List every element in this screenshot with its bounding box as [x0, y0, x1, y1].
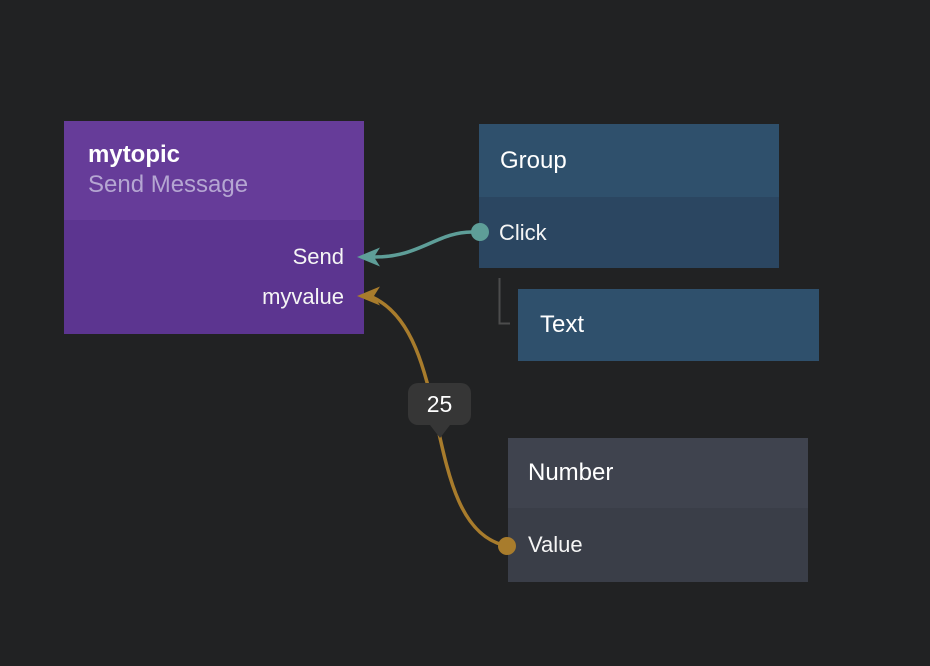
node-send-message-body: Send myvalue [64, 220, 364, 334]
node-number-header: Number [508, 438, 808, 508]
node-send-message-header: mytopic Send Message [64, 121, 364, 220]
port-value[interactable]: Value [508, 508, 583, 582]
port-label: Click [499, 219, 547, 245]
node-group[interactable]: Group Click [479, 124, 779, 268]
wire-click-to-send[interactable] [370, 230, 474, 259]
wire-value-badge: 25 [408, 383, 471, 438]
wire-value-label: 25 [426, 390, 453, 417]
node-title: Text [540, 311, 585, 338]
node-text[interactable]: Text [518, 289, 819, 361]
badge-pointer-icon [429, 425, 450, 438]
node-title: mytopic [88, 141, 181, 168]
port-myvalue[interactable]: myvalue [64, 277, 364, 317]
node-number[interactable]: Number Value [508, 438, 808, 582]
group-text-hierarchy-line [498, 278, 510, 325]
port-label: Value [528, 532, 583, 557]
node-title: Number [528, 459, 614, 486]
node-number-body: Value [508, 508, 808, 582]
port-click[interactable]: Click [479, 197, 547, 268]
node-group-header: Group [479, 124, 779, 197]
node-send-message[interactable]: mytopic Send Message Send myvalue [64, 121, 364, 334]
port-send[interactable]: Send [64, 237, 364, 277]
port-label: Send [292, 244, 344, 269]
node-group-body: Click [479, 197, 779, 268]
node-subtitle: Send Message [88, 171, 249, 198]
port-label: myvalue [262, 284, 344, 309]
node-title: Group [500, 146, 567, 174]
